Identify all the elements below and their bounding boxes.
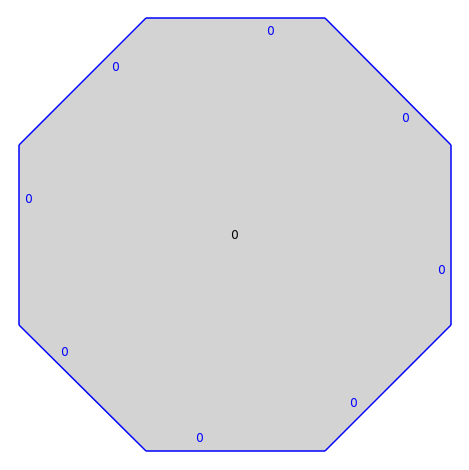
- edge-labels: 0 0 0 0 0 0 0 0: [25, 24, 446, 445]
- edge-label-top-right: 0: [402, 111, 410, 125]
- center-label: 0: [231, 228, 239, 242]
- edge-top-left: [18, 17, 147, 146]
- edge-bottom-right: [324, 324, 452, 452]
- edge-label-right: 0: [438, 263, 446, 277]
- edge-label-top: 0: [267, 24, 275, 38]
- octagon-shape: [19, 18, 451, 451]
- edge-bottom-left: [18, 324, 147, 452]
- edge-top-right: [324, 17, 452, 146]
- edge-label-bottom-right: 0: [350, 396, 358, 410]
- octagon-edges: [18, 17, 452, 452]
- edge-label-bottom-left: 0: [61, 345, 69, 359]
- edge-label-bottom: 0: [196, 431, 204, 445]
- edge-label-left: 0: [25, 192, 33, 206]
- edge-label-top-left: 0: [112, 60, 120, 74]
